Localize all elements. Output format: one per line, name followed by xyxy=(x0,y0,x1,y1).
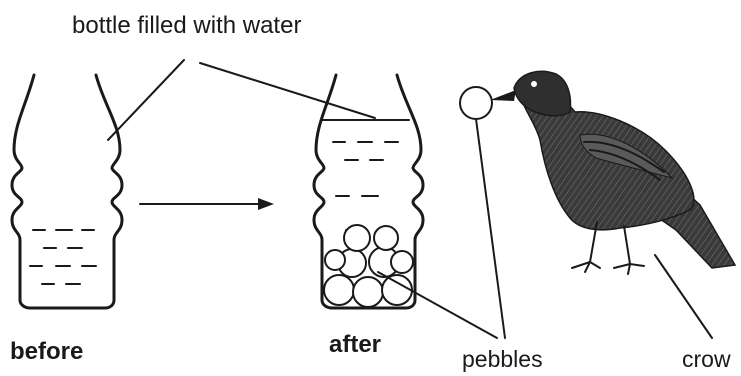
bottle-leader-before xyxy=(108,60,184,140)
before-bottle xyxy=(12,75,122,308)
before-water-marks xyxy=(30,230,96,284)
pebbles-leader-beak xyxy=(476,119,505,338)
crow-beak xyxy=(490,90,516,101)
pebble-in-beak xyxy=(460,87,492,119)
crow-leader xyxy=(655,255,712,338)
after-water-marks xyxy=(333,142,398,230)
before-label: before xyxy=(10,338,83,365)
crow-eye xyxy=(531,81,537,87)
bottle-leader-after xyxy=(200,63,375,118)
crow-head xyxy=(514,71,570,115)
before-bottle-outline xyxy=(12,75,122,308)
pebbles-in-bottle xyxy=(324,225,413,307)
after-bottle xyxy=(314,75,423,308)
right-arrow-icon xyxy=(140,198,274,210)
crow-label: crow xyxy=(682,346,731,372)
crow-icon xyxy=(490,71,735,274)
pebbles-label: pebbles xyxy=(462,346,543,372)
bottle-label: bottle filled with water xyxy=(72,12,301,39)
after-label: after xyxy=(329,331,381,358)
